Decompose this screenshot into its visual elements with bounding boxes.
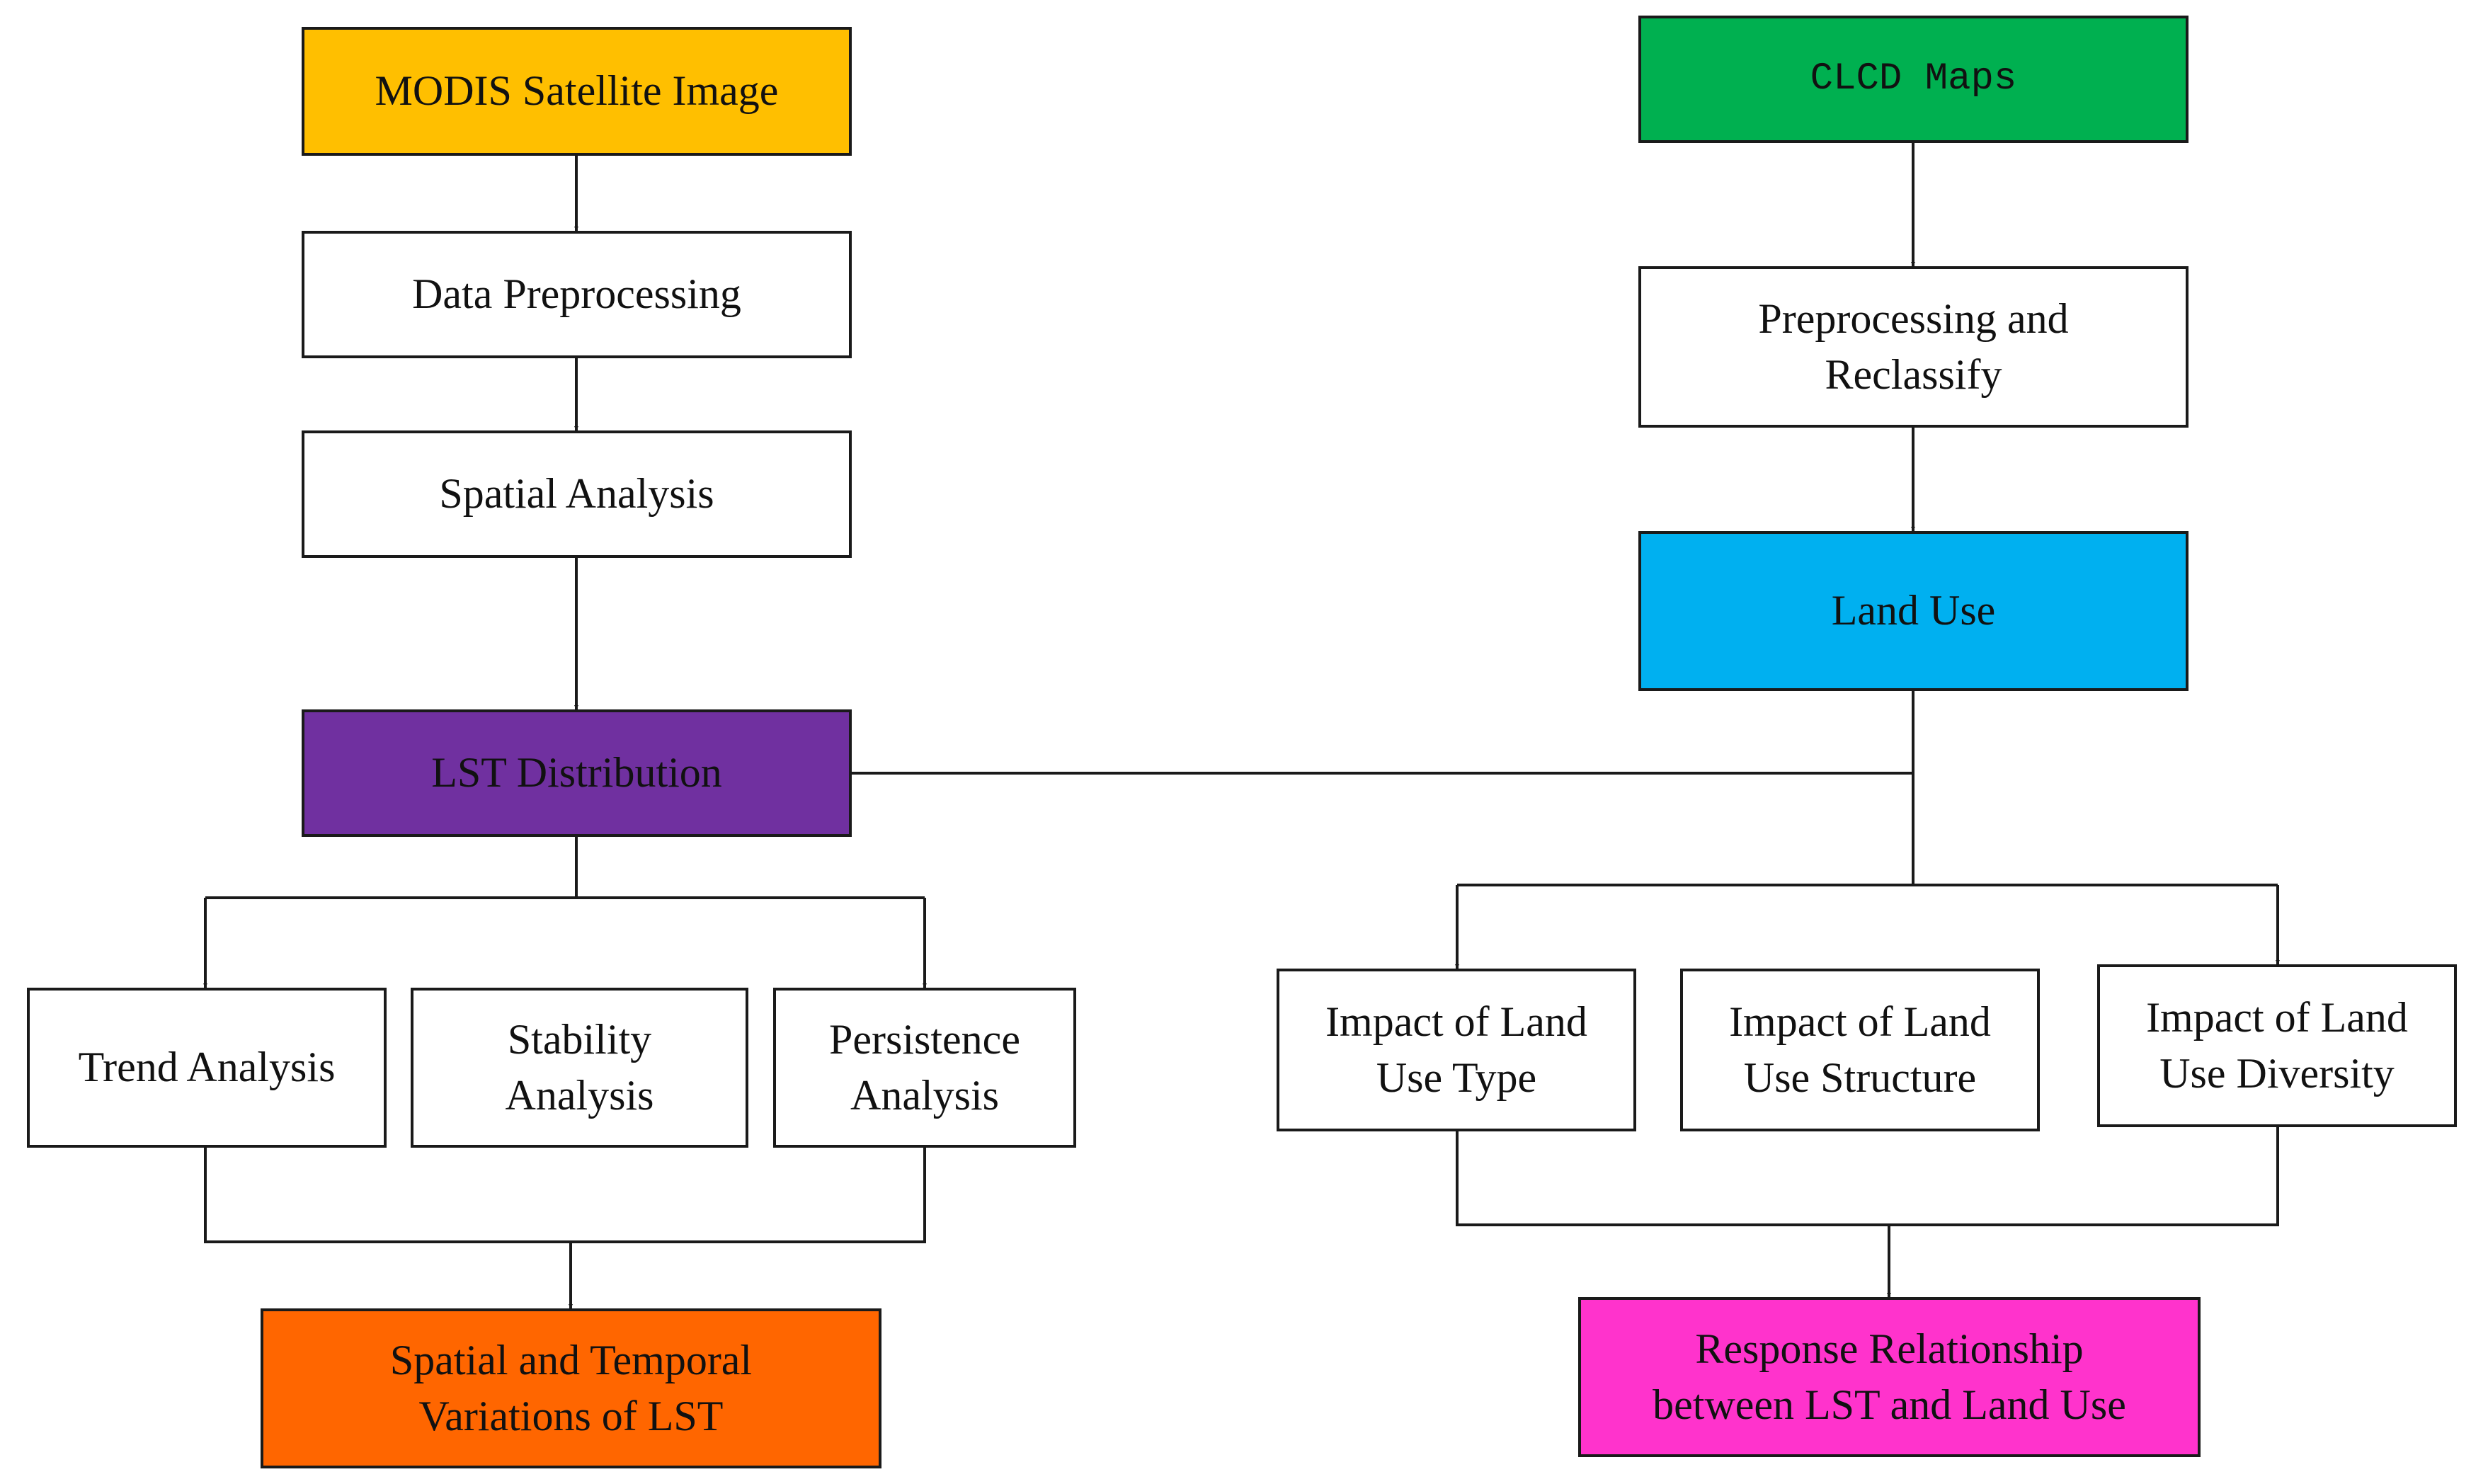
preprocessing-reclassify-box: Preprocessing and Reclassify [1638,266,2188,428]
clcd-maps-label: CLCD Maps [1810,57,2017,101]
stability-analysis-box: Stability Analysis [411,988,748,1148]
data-preprocessing-box: Data Preprocessing [302,231,852,358]
line-merge-left [204,1148,926,1243]
impact-land-use-diversity-box: Impact of Land Use Diversity [2097,964,2457,1127]
impact-land-use-structure-label: Impact of Land Use Structure [1729,998,1991,1101]
impact-land-use-structure-box: Impact of Land Use Structure [1680,969,2040,1131]
spatial-analysis-box: Spatial Analysis [302,430,852,558]
line-merge-right [1456,1127,2279,1226]
spatial-analysis-label: Spatial Analysis [439,470,714,518]
impact-land-use-type-label: Impact of Land Use Type [1325,998,1587,1101]
impact-land-use-type-box: Impact of Land Use Type [1277,969,1636,1131]
lst-distribution-label: LST Distribution [431,749,722,797]
response-relationship-label: Response Relationship between LST and La… [1653,1325,2126,1428]
lst-distribution-box: LST Distribution [302,709,852,837]
clcd-maps-box: CLCD Maps [1638,16,2188,143]
trend-analysis-label: Trend Analysis [78,1044,336,1091]
variations-of-lst-box: Spatial and Temporal Variations of LST [261,1308,881,1468]
variations-of-lst-label: Spatial and Temporal Variations of LST [389,1336,753,1439]
modis-satellite-image-box: MODIS Satellite Image [302,27,852,156]
modis-satellite-image-label: MODIS Satellite Image [375,67,779,115]
data-preprocessing-label: Data Preprocessing [412,270,741,318]
persistence-analysis-label: Persistence Analysis [829,1015,1020,1119]
trend-analysis-box: Trend Analysis [27,988,387,1148]
land-use-label: Land Use [1831,587,1996,634]
land-use-box: Land Use [1638,531,2188,691]
impact-land-use-diversity-label: Impact of Land Use Diversity [2146,993,2408,1097]
response-relationship-box: Response Relationship between LST and La… [1578,1297,2201,1457]
preprocessing-reclassify-label: Preprocessing and Reclassify [1758,295,2069,398]
persistence-analysis-box: Persistence Analysis [773,988,1076,1148]
stability-analysis-label: Stability Analysis [505,1015,654,1119]
